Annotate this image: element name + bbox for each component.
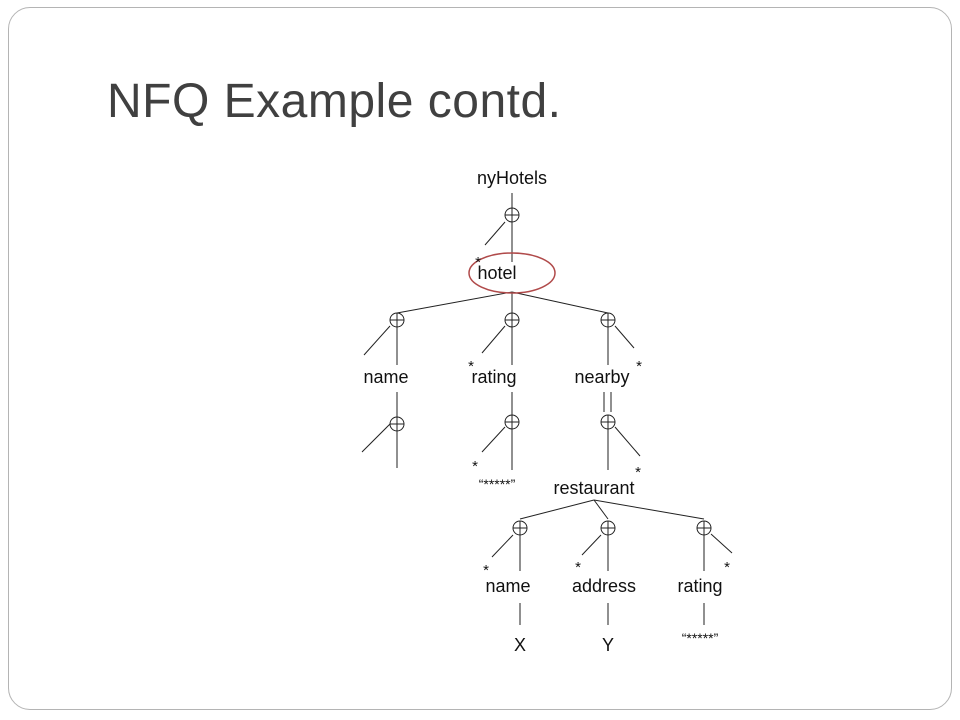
star-rating: *: [468, 358, 474, 375]
node-marker-root: [504, 207, 520, 223]
node-label-restaurant-rating: rating: [677, 576, 722, 596]
node-label-restaurant: restaurant: [553, 478, 634, 498]
node-label-name: name: [363, 367, 408, 387]
node-markers: [389, 207, 712, 536]
node-label-nearby: nearby: [574, 367, 629, 387]
node-marker-nearby: [600, 312, 616, 328]
node-label-hotel: hotel: [477, 263, 516, 283]
hotel-highlight-ellipse: [468, 252, 556, 294]
star-restaurant-address: *: [575, 559, 581, 576]
node-label-rating: rating: [471, 367, 516, 387]
star-hotel: *: [475, 254, 481, 271]
node-marker-r-name: [512, 520, 528, 536]
node-marker-name-value: [389, 416, 405, 432]
value-label-y: Y: [602, 635, 614, 655]
star-restaurant-name: *: [483, 562, 489, 579]
star-nearby: *: [636, 358, 642, 375]
node-marker-r-address: [600, 520, 616, 536]
value-label-rating: “*****”: [479, 476, 516, 492]
value-label-x: X: [514, 635, 526, 655]
node-marker-rating-value: [504, 414, 520, 430]
node-label-restaurant-address: address: [572, 576, 636, 596]
node-marker-rating: [504, 312, 520, 328]
value-label-restaurant-rating: “*****”: [682, 630, 719, 646]
tree-edges: [361, 193, 733, 625]
star-rating-value: *: [472, 458, 478, 475]
slide-title: NFQ Example contd.: [107, 75, 562, 128]
node-marker-r-rating: [696, 520, 712, 536]
node-marker-restaurant: [600, 414, 616, 430]
star-restaurant: *: [635, 464, 641, 481]
slide-frame: [8, 7, 952, 710]
node-label-restaurant-name: name: [485, 576, 530, 596]
node-marker-name: [389, 312, 405, 328]
star-restaurant-rating: *: [724, 559, 730, 576]
node-label-nyhotels: nyHotels: [477, 168, 547, 188]
